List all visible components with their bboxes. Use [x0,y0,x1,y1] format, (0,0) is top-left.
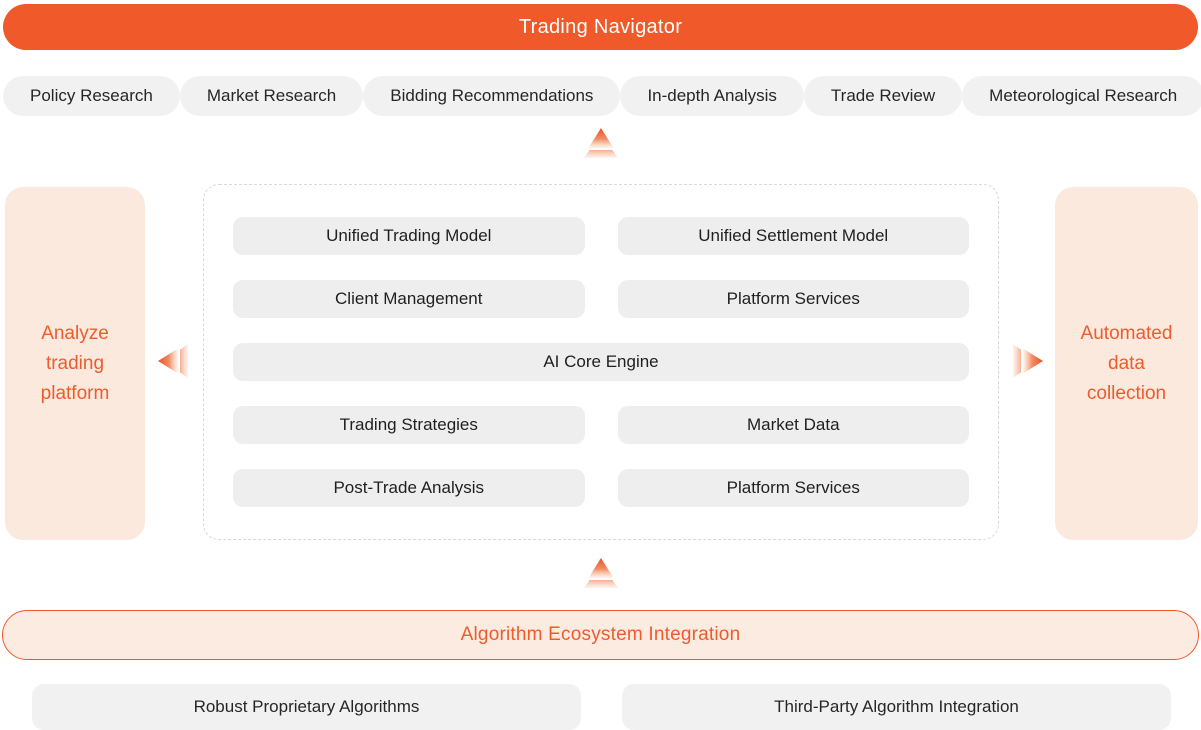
function-pill-meteorological-research: Meteorological Research [962,76,1201,116]
right-chevron-icon [1013,344,1043,378]
module-trading-strategies: Trading Strategies [233,406,585,444]
third-party-algorithm-integration-pill: Third-Party Algorithm Integration [622,684,1171,730]
analyze-trading-platform-panel: Analyze trading platform [5,187,145,540]
module-unified-settlement-model: Unified Settlement Model [617,217,969,255]
module-platform-services-2: Platform Services [617,469,969,507]
trading-navigator-banner: Trading Navigator [3,4,1198,50]
analyze-trading-platform-label: Analyze trading platform [40,322,110,404]
algorithm-ecosystem-integration-label: Algorithm Ecosystem Integration [460,624,741,645]
up-arrow-icon [584,558,618,588]
function-pill-trade-review: Trade Review [803,76,963,116]
module-ai-core-engine: AI Core Engine [233,343,969,381]
algorithm-ecosystem-integration-banner: Algorithm Ecosystem Integration [2,610,1199,660]
automated-data-collection-panel: Automated data collection [1055,187,1198,540]
module-post-trade-analysis: Post-Trade Analysis [233,469,585,507]
up-arrow-icon [584,128,618,158]
module-unified-trading-model: Unified Trading Model [233,217,585,255]
function-pill-policy-research: Policy Research [3,76,180,116]
automated-data-collection-label: Automated data collection [1080,322,1173,404]
robust-proprietary-algorithms-pill: Robust Proprietary Algorithms [32,684,581,730]
function-pill-in-depth-analysis: In-depth Analysis [620,76,804,116]
module-platform-services-1: Platform Services [617,280,969,318]
function-pill-market-research: Market Research [179,76,364,116]
function-pill-bidding-recommendations: Bidding Recommendations [363,76,621,116]
page-title: Trading Navigator [518,15,683,38]
module-client-management: Client Management [233,280,585,318]
function-pill-row: Policy Research Market Research Bidding … [3,76,1201,116]
module-market-data: Market Data [617,406,969,444]
core-platform-modules-box: Unified Trading Model Unified Settlement… [203,184,999,540]
left-chevron-icon [158,344,188,378]
